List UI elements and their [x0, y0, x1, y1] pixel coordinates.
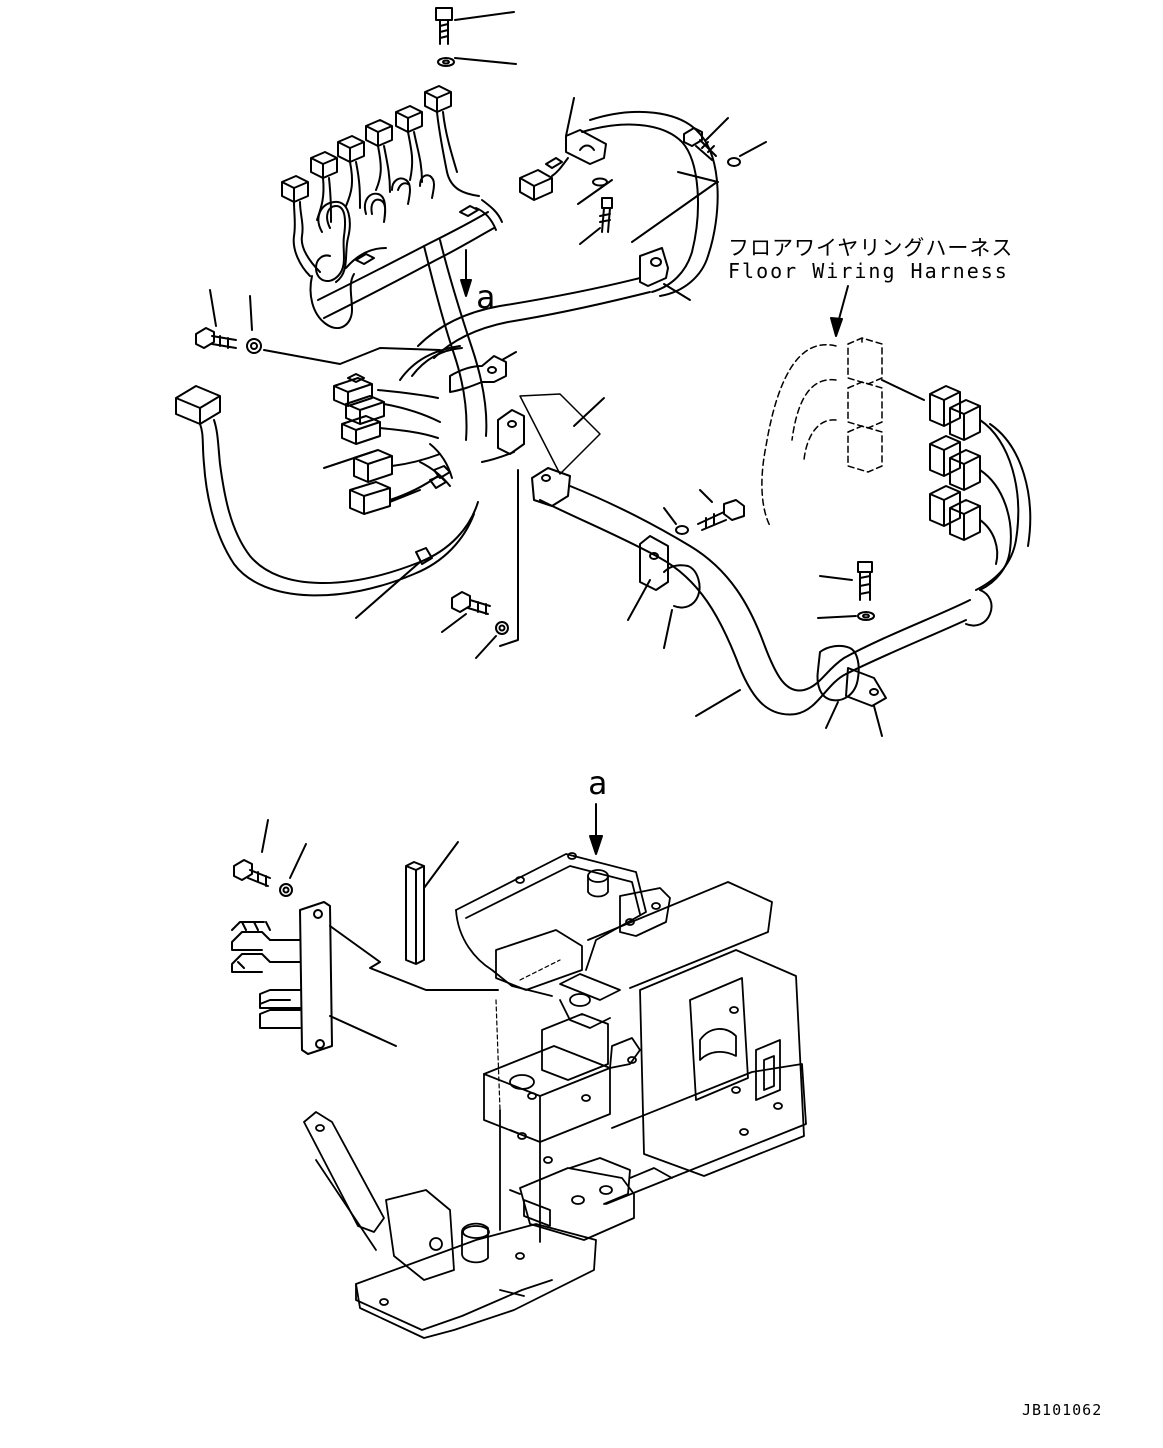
bolt-top — [435, 7, 515, 45]
bolt-bottom-left — [233, 819, 307, 897]
view-reference-a-top: a — [476, 278, 496, 316]
arrow-a-bottom — [589, 803, 603, 855]
bolt-left — [195, 289, 441, 365]
harness-name-japanese: フロアワイヤリングハーネス — [728, 236, 1014, 260]
bolt-upper-right — [683, 117, 767, 167]
bracket-plate — [231, 901, 499, 1055]
center-cluster — [323, 345, 605, 647]
drawing-code: JB101062 — [1022, 1401, 1103, 1419]
bolt-lower-mid — [441, 591, 509, 659]
harness-name-english: Floor Wiring Harness — [728, 259, 1009, 283]
frame-structure — [303, 852, 807, 1339]
spacer-bar — [405, 841, 459, 965]
bolt-tube-mid — [663, 489, 745, 535]
washer-top — [437, 57, 517, 67]
right-connectors — [761, 285, 1032, 591]
bolt-mid-upper — [577, 177, 613, 245]
upper-cable-right — [417, 97, 719, 359]
arrow-a-top — [460, 249, 472, 297]
thick-tube — [539, 485, 993, 737]
left-loop-cable — [175, 385, 479, 619]
view-reference-a-bottom: a — [588, 764, 608, 802]
connector-bank — [281, 85, 503, 329]
harness-trunk — [423, 239, 488, 441]
bolt-right — [817, 561, 875, 621]
